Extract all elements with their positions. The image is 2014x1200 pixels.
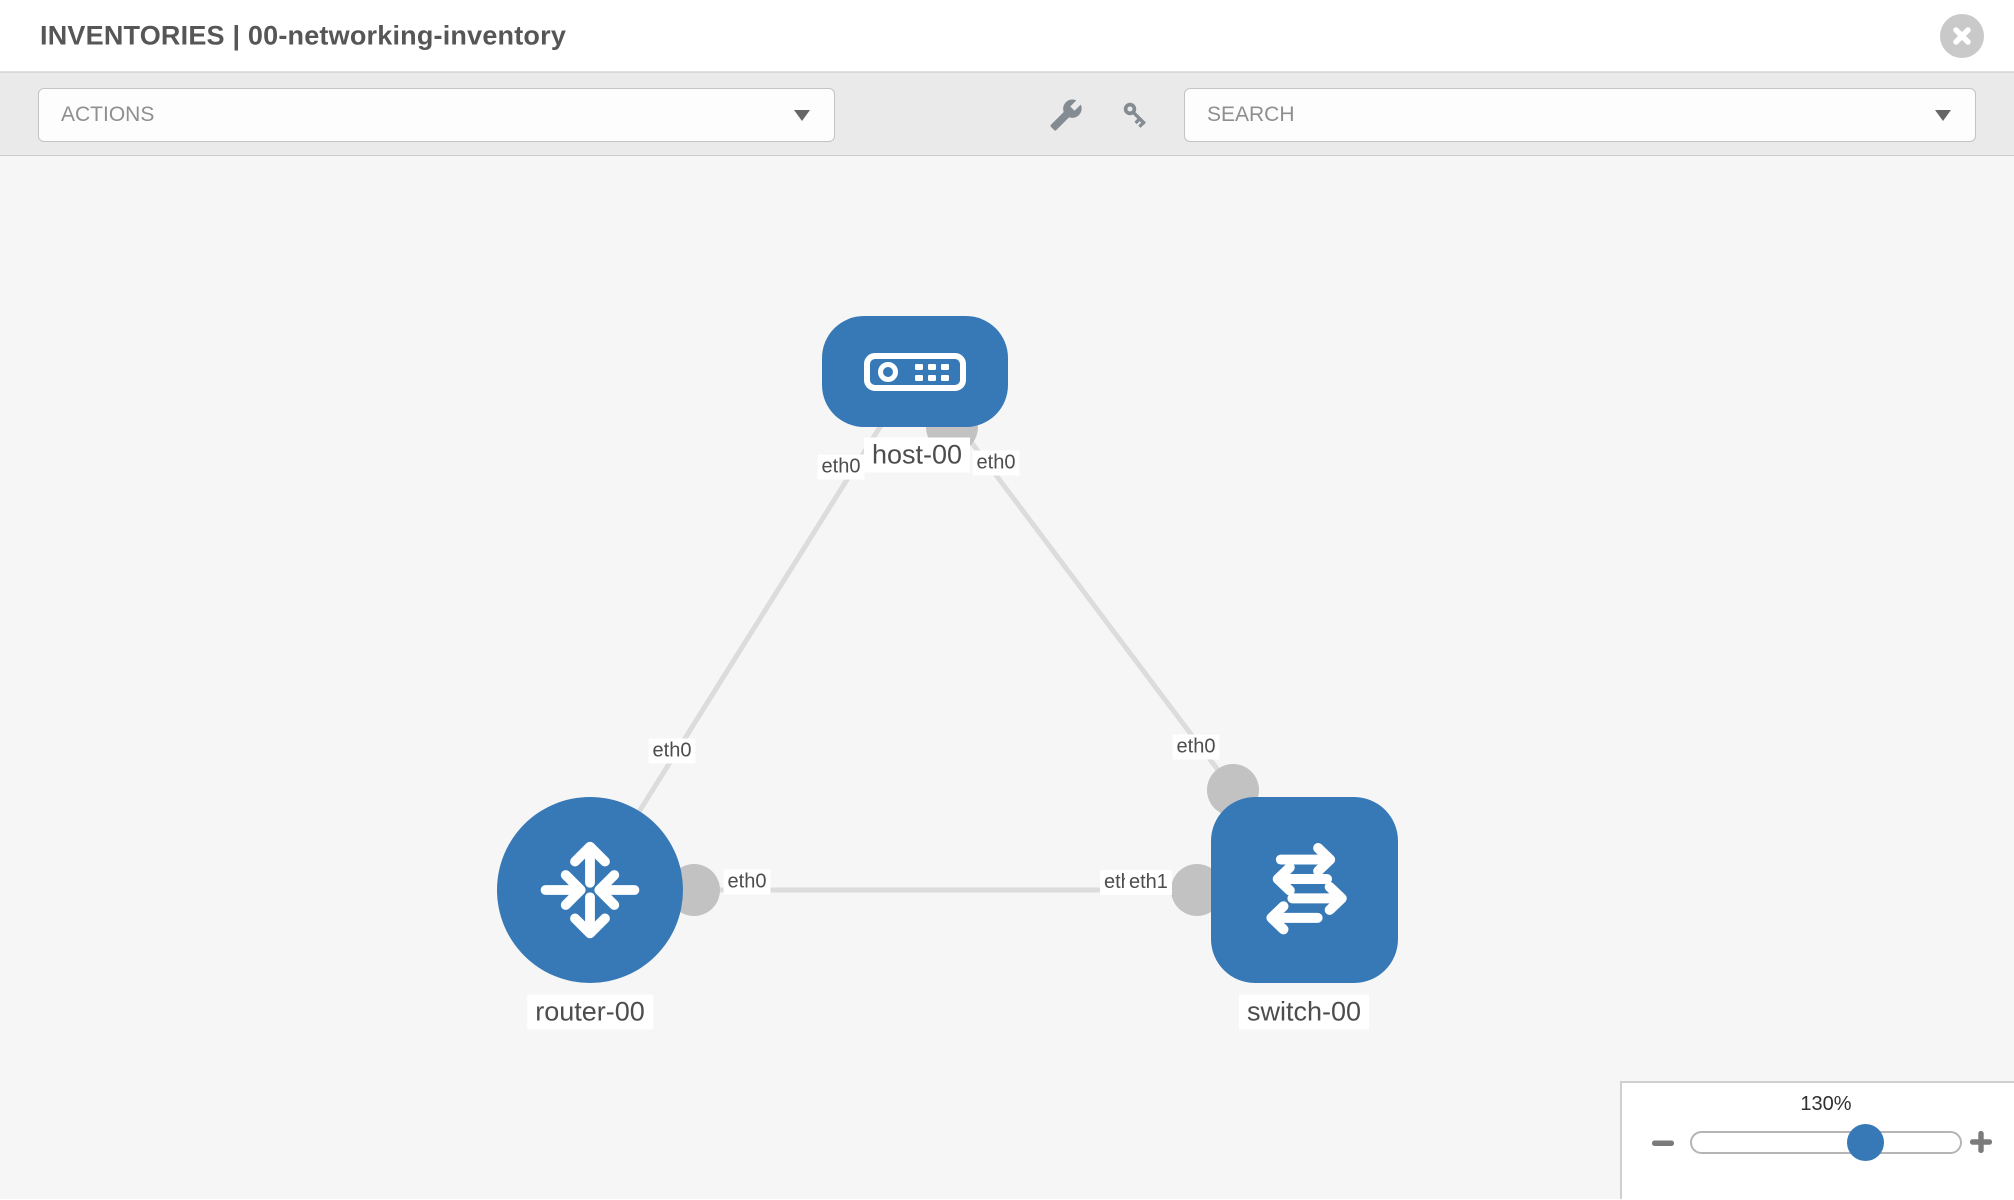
node-router-00[interactable] bbox=[497, 797, 683, 983]
link-host-switch bbox=[948, 412, 1235, 792]
interface-label-router-to-switch: eth0 bbox=[723, 869, 771, 895]
interface-label-host-to-router: eth0 bbox=[817, 454, 865, 480]
key-icon[interactable] bbox=[1119, 98, 1153, 132]
plus-icon bbox=[1970, 1130, 1992, 1153]
interface-label-host-to-switch: eth0 bbox=[972, 450, 1020, 476]
node-label-host: host-00 bbox=[863, 437, 971, 473]
search-dropdown-label: SEARCH bbox=[1207, 103, 1295, 126]
toolbar: ACTIONS SEARCH bbox=[0, 72, 2014, 156]
interface-label-switch-to-host: eth0 bbox=[1172, 734, 1220, 760]
node-label-switch: switch-00 bbox=[1238, 994, 1370, 1030]
page-header: INVENTORIES | 00-networking-inventory bbox=[0, 0, 2014, 72]
interface-label-router-to-host: eth0 bbox=[648, 738, 696, 764]
interface-label-switch-to-router: eth1 bbox=[1125, 870, 1172, 895]
zoom-slider-thumb[interactable] bbox=[1847, 1124, 1884, 1161]
actions-dropdown-label: ACTIONS bbox=[61, 103, 155, 126]
zoom-level-value: 130% bbox=[1800, 1093, 1852, 1115]
host-icon bbox=[864, 352, 966, 391]
minus-icon bbox=[1652, 1140, 1674, 1146]
link-host-router bbox=[587, 409, 893, 892]
wrench-icon[interactable] bbox=[1049, 98, 1083, 132]
close-icon bbox=[1953, 27, 1971, 45]
topology-canvas[interactable]: host-00 router-00 switch-00 eth0 eth0 et… bbox=[0, 156, 2014, 1199]
zoom-out-button[interactable] bbox=[1648, 1129, 1678, 1159]
node-switch-00[interactable] bbox=[1211, 797, 1398, 983]
actions-dropdown[interactable]: ACTIONS bbox=[38, 88, 835, 142]
chevron-down-icon bbox=[794, 110, 810, 121]
node-host-00[interactable] bbox=[822, 316, 1008, 427]
router-icon bbox=[540, 841, 640, 939]
zoom-panel: 130% bbox=[1620, 1081, 2014, 1199]
switch-icon bbox=[1265, 843, 1347, 935]
endpoint-switch-left bbox=[1171, 864, 1223, 916]
zoom-slider-track[interactable] bbox=[1690, 1124, 1962, 1161]
zoom-in-button[interactable] bbox=[1966, 1128, 1996, 1158]
interface-label-overlapped: eth0 bbox=[1100, 870, 1125, 895]
node-label-router: router-00 bbox=[527, 994, 653, 1030]
topology-links-layer bbox=[587, 401, 1304, 916]
search-dropdown[interactable]: SEARCH bbox=[1184, 88, 1976, 142]
page-title: INVENTORIES | 00-networking-inventory bbox=[40, 20, 567, 50]
close-button[interactable] bbox=[1940, 14, 1984, 58]
chevron-down-icon bbox=[1935, 110, 1951, 121]
